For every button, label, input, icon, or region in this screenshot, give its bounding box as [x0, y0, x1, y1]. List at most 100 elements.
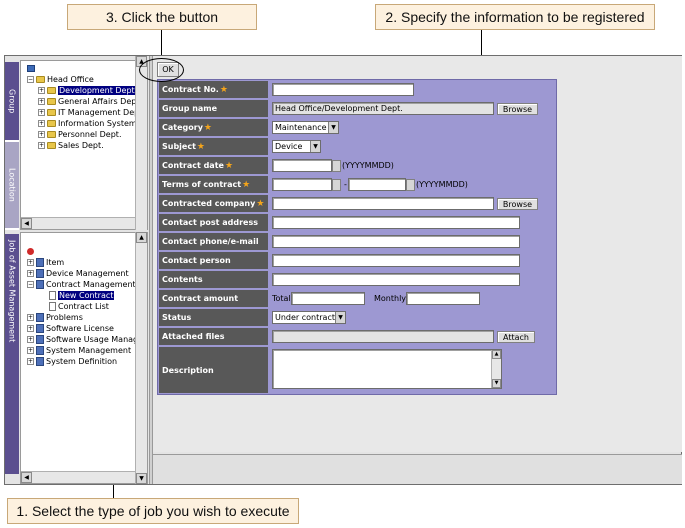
field-label: Contents — [159, 271, 268, 288]
tree-item-system-definition[interactable]: + System Definition — [27, 356, 117, 367]
horizontal-scrollbar[interactable]: ◀ ▶ — [21, 217, 147, 229]
subject-select[interactable]: Device▼ — [272, 140, 321, 153]
group-tabs: Group Location — [5, 62, 19, 230]
tree-item-label: System Definition — [46, 357, 118, 366]
field-label: Contract No.★ — [159, 81, 268, 98]
field-label: Contact phone/e-mail — [159, 233, 268, 250]
expand-icon[interactable]: + — [38, 109, 45, 116]
tree-item-general-affairs[interactable]: + General Affairs Dep — [38, 96, 136, 107]
expand-icon[interactable]: + — [38, 98, 45, 105]
tree-item-device-management[interactable]: + Device Management — [27, 268, 129, 279]
document-icon — [49, 302, 56, 311]
expand-icon[interactable]: + — [38, 120, 45, 127]
contract-date-input[interactable] — [272, 159, 332, 172]
tab-location[interactable]: Location — [5, 142, 19, 228]
scroll-left-icon[interactable]: ◀ — [21, 218, 32, 229]
tree-item-head-office[interactable]: − Head Office — [27, 74, 94, 85]
vertical-scrollbar[interactable]: ▲ — [135, 56, 147, 230]
company-browse-button[interactable]: Browse — [497, 198, 538, 210]
tab-group[interactable]: Group — [5, 62, 19, 140]
scroll-left-icon[interactable]: ◀ — [21, 472, 32, 483]
contract-form: Contract No.★ Group name Head Office/Dev… — [157, 79, 557, 395]
contract-no-input[interactable] — [272, 83, 414, 96]
description-scrollbar[interactable]: ▲ ▼ — [491, 350, 501, 388]
document-icon — [49, 291, 56, 300]
callout-specify-info: 2. Specify the information to be registe… — [375, 4, 655, 30]
row-phone: Contact phone/e-mail — [158, 232, 556, 251]
company-input[interactable] — [272, 197, 494, 210]
tree-item-contract-management[interactable]: − Contract Management — [27, 279, 136, 290]
monthly-amount-input[interactable] — [406, 292, 480, 305]
calendar-icon[interactable] — [332, 160, 341, 172]
row-company: Contracted company★ Browse — [158, 194, 556, 213]
tree-item-development[interactable]: + Development Dept. — [38, 85, 139, 96]
scroll-down-icon[interactable]: ▼ — [492, 379, 501, 388]
group-name-field: Head Office/Development Dept. — [272, 102, 494, 115]
horizontal-scrollbar[interactable]: ◀ ▶ — [21, 471, 147, 483]
tree-item-label: Personnel Dept. — [58, 130, 122, 139]
tree-item-problems[interactable]: + Problems — [27, 312, 83, 323]
tree-item-software-license[interactable]: + Software License — [27, 323, 114, 334]
scroll-down-icon[interactable]: ▼ — [136, 473, 147, 484]
callout-select-job: 1. Select the type of job you wish to ex… — [7, 498, 299, 524]
collapse-icon[interactable]: − — [27, 281, 34, 288]
callout-click-button-leader — [161, 30, 162, 62]
tree-item-item[interactable]: + Item — [27, 257, 64, 268]
calendar-icon[interactable] — [406, 179, 415, 191]
collapse-icon[interactable]: − — [27, 76, 34, 83]
group-browse-button[interactable]: Browse — [497, 103, 538, 115]
tree-item-label: Sales Dept. — [58, 141, 104, 150]
category-select[interactable]: Maintenance▼ — [272, 121, 339, 134]
vertical-scrollbar[interactable]: ▲ ▼ — [135, 232, 147, 484]
description-textarea[interactable] — [272, 349, 502, 389]
status-select[interactable]: Under contract▼ — [272, 311, 346, 324]
expand-icon[interactable]: + — [38, 87, 45, 94]
expand-icon[interactable]: + — [27, 325, 34, 332]
expand-icon[interactable]: + — [27, 314, 34, 321]
book-icon — [36, 258, 44, 267]
pane-splitter[interactable] — [149, 56, 153, 484]
expand-icon[interactable]: + — [38, 131, 45, 138]
computer-icon — [27, 65, 35, 72]
contact-person-input[interactable] — [272, 254, 520, 267]
tree-item-contract-list[interactable]: Contract List — [49, 301, 109, 312]
tab-job-of-asset-management[interactable]: Job of Asset Management — [5, 234, 19, 474]
field-label: Contracted company★ — [159, 195, 268, 212]
attached-files-field — [272, 330, 494, 343]
required-star-icon: ★ — [219, 84, 228, 95]
attach-button[interactable]: Attach — [497, 331, 535, 343]
tree-item-label: Item — [46, 258, 65, 267]
date-format-hint: (YYYYMMDD) — [416, 180, 468, 189]
row-terms: Terms of contract★ - (YYYYMMDD) — [158, 175, 556, 194]
phone-email-input[interactable] — [272, 235, 520, 248]
row-post-address: Contact post address — [158, 213, 556, 232]
row-group-name: Group name Head Office/Development Dept.… — [158, 99, 556, 118]
callout-click-button: 3. Click the button — [67, 4, 257, 30]
expand-icon[interactable]: + — [27, 336, 34, 343]
expand-icon[interactable]: + — [38, 142, 45, 149]
terms-from-input[interactable] — [272, 178, 332, 191]
total-amount-input[interactable] — [291, 292, 365, 305]
terms-separator: - — [344, 180, 347, 189]
tree-item-it-management[interactable]: + IT Management Dep — [38, 107, 139, 118]
expand-icon[interactable]: + — [27, 270, 34, 277]
tree-item-software-usage[interactable]: + Software Usage Manag — [27, 334, 138, 345]
tree-item-sales[interactable]: + Sales Dept. — [38, 140, 104, 151]
tree-item-new-contract[interactable]: New Contract — [49, 290, 115, 301]
tree-item-personnel[interactable]: + Personnel Dept. — [38, 129, 121, 140]
status-bar — [153, 454, 682, 484]
tree-item-system-management[interactable]: + System Management — [27, 345, 131, 356]
calendar-icon[interactable] — [332, 179, 341, 191]
contents-input[interactable] — [272, 273, 520, 286]
tree-item-label: IT Management Dep — [58, 108, 140, 117]
post-address-input[interactable] — [272, 216, 520, 229]
expand-icon[interactable]: + — [27, 347, 34, 354]
expand-icon[interactable]: + — [27, 259, 34, 266]
scroll-up-icon[interactable]: ▲ — [136, 232, 147, 243]
tree-item-information-system[interactable]: + Information System — [38, 118, 137, 129]
row-attached: Attached files Attach — [158, 327, 556, 346]
expand-icon[interactable]: + — [27, 358, 34, 365]
scroll-up-icon[interactable]: ▲ — [492, 350, 501, 359]
row-contract-date: Contract date★ (YYYYMMDD) — [158, 156, 556, 175]
terms-to-input[interactable] — [348, 178, 406, 191]
